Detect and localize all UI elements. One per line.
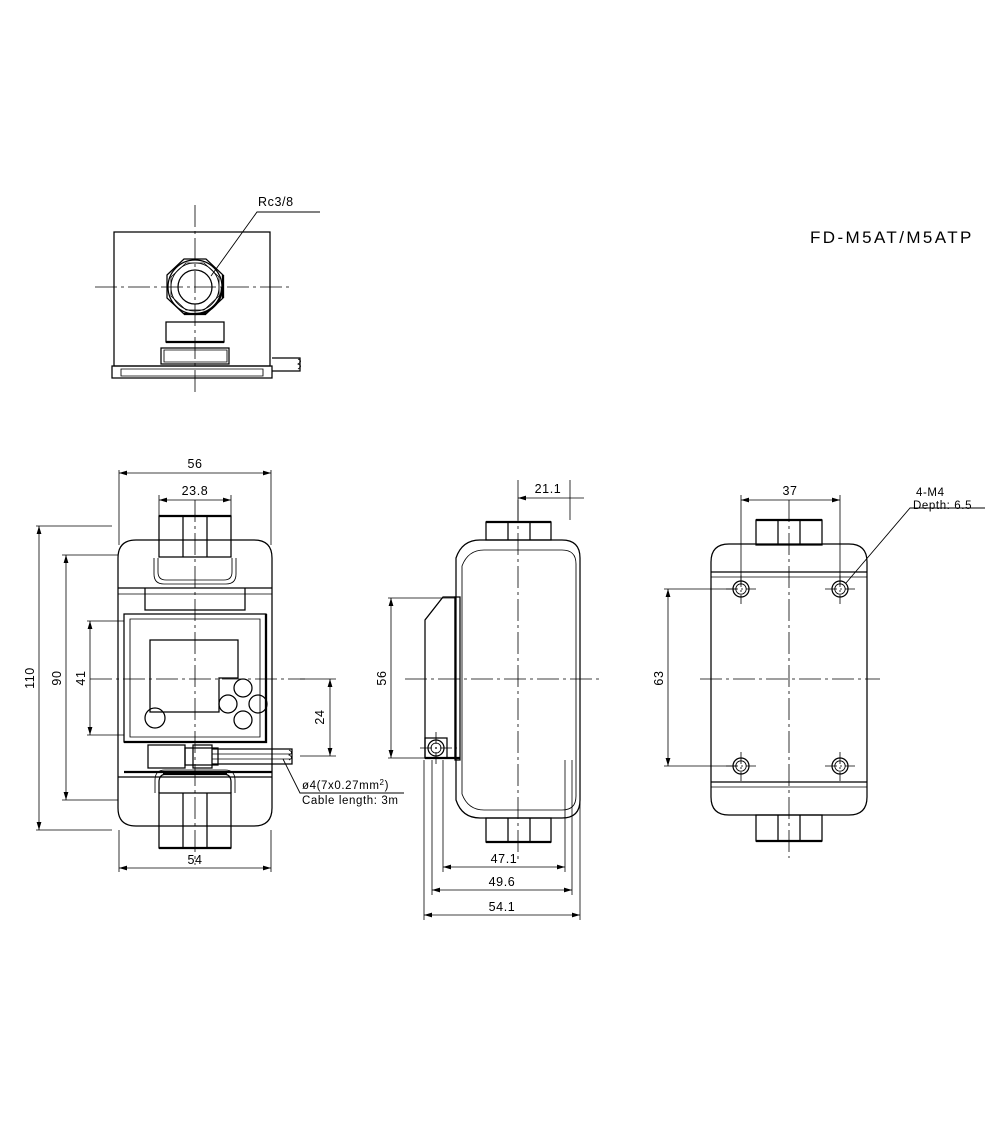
dim-496-label: 49.6 [489,875,516,889]
dim-496-arrow-right [564,887,572,893]
dim-541-arrow-right [572,912,580,918]
dim-63-arrow-top [665,589,671,597]
dim-110-arrow-top [36,526,42,534]
front-view-button-mode [144,707,166,729]
front-view-display-bezel-shade [124,614,268,744]
top-view-body-outline [113,231,271,367]
dim-56s-arrow-bottom [388,750,394,758]
dim-56-arrow-left [119,470,127,476]
dim-37-arrow-right [832,497,840,503]
top-view-collar-lower [160,347,230,365]
top-view-cable-stub [272,357,301,372]
front-view-display-bezel-inner [129,618,261,738]
front-view-display-window [149,639,239,713]
side-view-body-inner [461,549,577,811]
top-view-base-plate [111,365,273,379]
m4-callout-line2: Depth: 6.5 [913,500,972,512]
dim-90-label: 90 [50,670,64,685]
dim-471-arrow-right [557,864,565,870]
front-view-button-up [233,678,253,698]
drawing-title: FD-M5AT/M5ATP [810,228,974,247]
dim-24-arrow-top [327,679,333,687]
dim-63-label: 63 [652,670,666,685]
m4-callout-leader [845,507,985,584]
rear-view: 37 63 4-M4 Depth: 6.5 [652,484,985,858]
front-view-cable-gland-mid [184,747,219,766]
front-view-cable-gland-left [147,744,186,769]
dim-56s-label: 56 [375,670,389,685]
front-view-cable-gland-nut [192,744,213,769]
front-view-body-outline [117,539,273,827]
m4-callout-line1: 4-M4 [916,487,945,499]
dim-24-label: 24 [313,709,327,724]
top-view: Rc3/8 [95,195,320,392]
dim-238-label: 23.8 [182,484,209,498]
front-view-button-right [248,694,268,714]
dim-41-label: 41 [74,670,88,685]
dim-37-arrow-left [741,497,749,503]
rc38-callout-label: Rc3/8 [258,195,294,209]
dim-471-arrow-left [443,864,451,870]
dim-63-arrow-bottom [665,758,671,766]
cable-callout-line2: Cable length: 3m [302,795,399,807]
side-view-panel-bevel [424,596,444,621]
top-view-port-shade-arc [194,286,224,316]
dim-41-arrow-top [87,621,93,629]
rc38-leader-line [210,211,320,277]
dim-541-arrow-left [424,912,432,918]
dim-54-arrow-left [119,865,127,871]
dim-541-label: 54.1 [489,900,516,914]
dim-56-label: 56 [187,457,202,471]
dim-238-arrow-left [159,497,167,503]
dim-211-arrow-left [518,495,526,501]
dim-90-arrow-bottom [63,792,69,800]
front-view-cable [212,748,293,765]
top-view-collar-lower-inner [163,349,228,363]
side-view-bottom-connector [485,817,552,843]
dim-56-arrow-right [263,470,271,476]
dim-37-label: 37 [782,484,797,498]
cable-callout-leader [282,758,404,794]
dim-496-arrow-left [432,887,440,893]
dim-24-arrow-bottom [327,748,333,756]
side-view: 21.1 56 47.1 49.6 [375,480,600,920]
dim-110-label: 110 [23,667,37,689]
cable-callout-line1: ø4(7x0.27mm2) [302,778,389,792]
rear-view-body-outline [710,543,868,816]
mounting-hole-bottom-left [726,752,756,781]
side-view-panel-plate [424,596,456,759]
front-view-button-left [218,694,238,714]
dim-56s-arrow-top [388,598,394,606]
dim-54-label: 54 [187,853,202,867]
side-view-top-connector [485,521,552,541]
mounting-hole-bottom-right [825,752,855,781]
front-view-cable-end-curl [288,749,292,761]
dim-54-arrow-right [263,865,271,871]
dim-238-arrow-right [223,497,231,503]
dim-211-label: 21.1 [535,482,562,496]
dim-110-arrow-bottom [36,822,42,830]
top-view-base-inner [120,368,264,377]
front-view: 56 23.8 110 90 [23,457,404,872]
dim-90-arrow-top [63,555,69,563]
top-view-cable-end-curl [297,358,301,370]
front-view-button-down [233,710,253,730]
dim-41-arrow-bottom [87,727,93,735]
dim-471-label: 47.1 [491,852,518,866]
